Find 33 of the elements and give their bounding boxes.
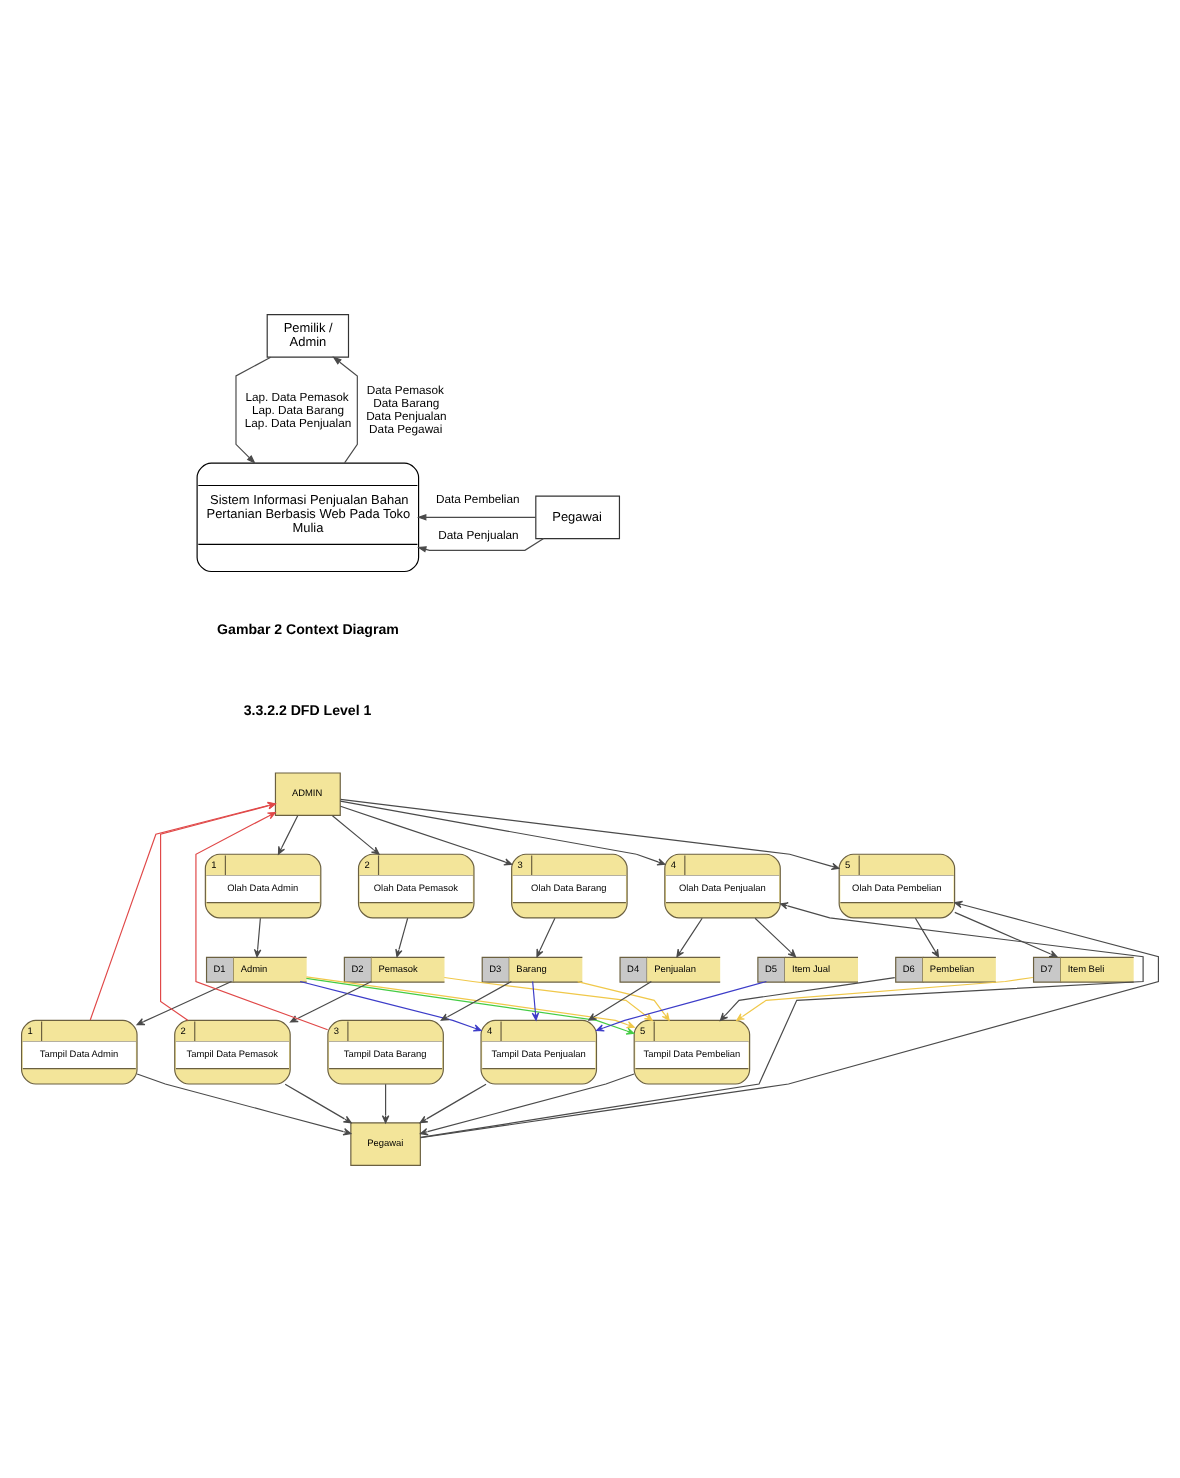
arrow <box>277 814 299 854</box>
arrow <box>395 916 409 957</box>
arrow <box>754 916 797 957</box>
arrow <box>195 811 329 1030</box>
arrow <box>340 797 840 870</box>
arrow <box>339 804 513 865</box>
arrow <box>332 355 358 463</box>
arrow <box>577 980 670 1020</box>
arrow <box>284 1082 352 1123</box>
arrow <box>416 537 545 552</box>
arrow <box>736 975 1034 1020</box>
arrow <box>253 916 262 957</box>
arrow <box>676 916 703 957</box>
arrow <box>719 976 896 1020</box>
arrow <box>440 979 512 1020</box>
arrow <box>419 1082 487 1123</box>
arrow <box>531 979 540 1020</box>
arrow <box>339 799 666 865</box>
arrow <box>235 355 272 464</box>
arrow <box>136 1072 352 1135</box>
arrow <box>596 979 767 1031</box>
arrow <box>419 1072 635 1135</box>
arrow <box>331 814 380 854</box>
arrow <box>443 975 653 1020</box>
arrow <box>381 1082 390 1123</box>
arrow <box>588 979 652 1020</box>
arrow <box>416 513 537 520</box>
arrow <box>299 979 482 1031</box>
arrow <box>536 916 556 957</box>
arrow <box>136 979 233 1025</box>
arrow <box>914 916 940 957</box>
arrow <box>954 910 1058 957</box>
arrow <box>289 979 372 1022</box>
